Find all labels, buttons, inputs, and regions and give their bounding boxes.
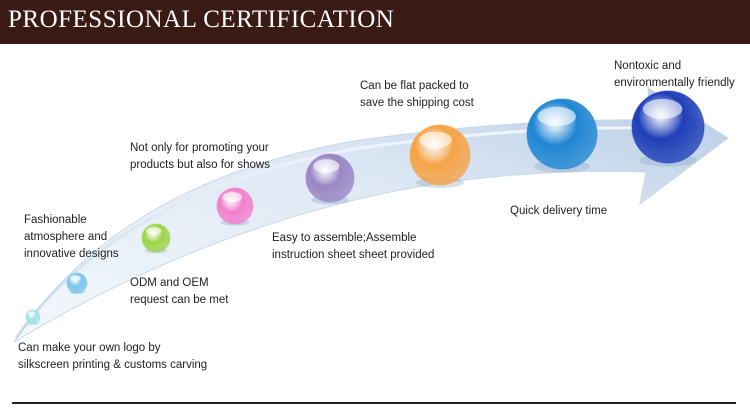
sphere-highlight (313, 159, 340, 173)
arrow-body (13, 87, 729, 343)
header-bar: PROFESSIONAL CERTIFICATION (0, 0, 750, 44)
feature-label-6: Can be flat packed to save the shipping … (360, 80, 474, 109)
sphere-highlight (28, 311, 36, 316)
sphere-highlight (419, 131, 452, 149)
feature-label-8: Nontoxic and environmentally friendly (614, 60, 735, 89)
sphere-highlight (537, 106, 576, 127)
feature-label-7: Quick delivery time (510, 205, 608, 217)
sphere-highlight (70, 275, 81, 281)
sphere-highlight (146, 227, 162, 235)
feature-label-1: Can make your own logo by silkscreen pri… (18, 342, 208, 371)
feature-label-5: Easy to assemble;Assemble instruction sh… (272, 232, 435, 261)
sphere-highlight (222, 191, 243, 203)
feature-label-2: Fashionable atmosphere and innovative de… (24, 214, 119, 260)
page-title: PROFESSIONAL CERTIFICATION (8, 6, 395, 33)
sphere-highlight (642, 98, 683, 120)
feature-label-4: Not only for promoting your products but… (130, 142, 270, 171)
feature-label-3: ODM and OEM request can be met (130, 277, 229, 306)
bottom-divider (12, 402, 736, 404)
